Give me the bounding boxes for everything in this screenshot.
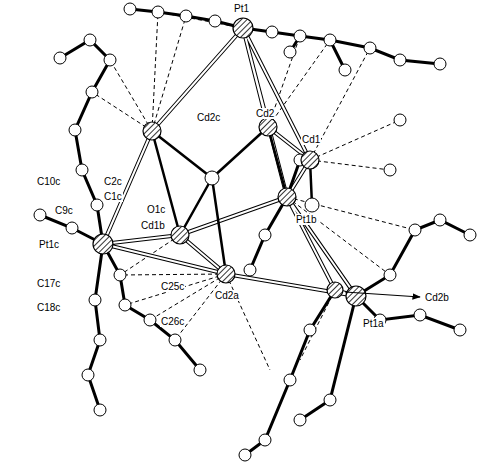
atom-label: C18c — [36, 302, 61, 313]
cd-o-bonds — [152, 127, 312, 274]
atom-label: Cd1b — [140, 220, 166, 231]
atom-label: Cd1 — [301, 134, 321, 145]
atom-label: Pt1 — [233, 3, 250, 14]
atom-label: Pt1c — [38, 239, 60, 250]
carbon-atoms — [34, 3, 476, 461]
atom-label: C10c — [36, 176, 61, 187]
atom-label: Cd2b — [424, 292, 450, 303]
atom-label: C17c — [36, 278, 61, 289]
metal-bonds — [103, 28, 356, 296]
atom-label: C25c — [160, 281, 185, 292]
pointer-arrow — [345, 292, 420, 297]
atom-label: Cd2c — [196, 112, 221, 123]
atom-label: Cd2a — [214, 290, 240, 301]
oxygen-atoms — [205, 171, 319, 212]
contact-lines — [92, 12, 415, 370]
metal-atoms — [93, 18, 366, 306]
atom-label: Pt1a — [362, 318, 385, 329]
ligand-bonds — [40, 9, 470, 455]
atom-label: O1c — [146, 204, 166, 215]
atom-label: Cd2 — [255, 108, 275, 119]
atom-label: Pt1b — [295, 214, 318, 225]
atom-label: C1c — [103, 191, 123, 202]
atom-label: C9c — [54, 205, 74, 216]
atom-label: C26c — [160, 316, 185, 327]
atom-label: C2c — [103, 176, 123, 187]
